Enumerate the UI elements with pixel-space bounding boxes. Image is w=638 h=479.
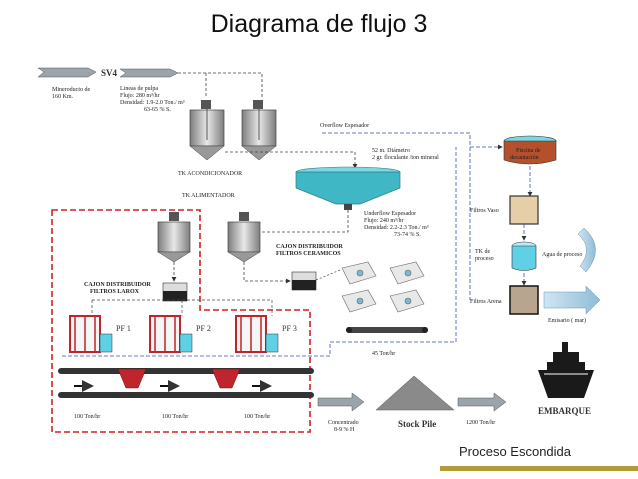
pulpa-label-4: 63-65 % S. bbox=[144, 107, 171, 113]
espesador-label-1: 52 m. Diámetro bbox=[372, 148, 410, 154]
emisario-arrow bbox=[543, 285, 601, 315]
cajon-ceramicos-label-2: FILTROS CERAMICOS bbox=[276, 251, 341, 257]
mineroducto-pipe bbox=[37, 67, 179, 78]
conveyor-superior bbox=[58, 368, 314, 389]
mineroducto-label-1: Mineroducto de bbox=[52, 87, 90, 93]
concentrado-label-2: 8-9 % H bbox=[334, 427, 355, 433]
cajon-ceramicos-label-1: CAJON DISTRIBUIDOR bbox=[276, 244, 344, 250]
filtro-pf1 bbox=[69, 315, 113, 353]
underflow-label-1: Underflow Espesador bbox=[364, 210, 416, 217]
cajon-larox-label-1: CAJON DISTRIBUIDOR bbox=[84, 282, 152, 288]
concentrado-arrow bbox=[317, 392, 365, 412]
filtros-arena-label: Filtros Arena bbox=[470, 299, 502, 305]
larox-area bbox=[51, 209, 311, 433]
ton100-label-2: 100 Ton/hr bbox=[162, 414, 188, 420]
underflow-label-2: Flujo: 240 m³/hr bbox=[364, 218, 403, 224]
espesador-label-2: 2 gr. floculante /ton mineral bbox=[372, 154, 439, 161]
piscina-decantacion bbox=[503, 135, 557, 165]
tk-proceso-label-1: TK de bbox=[475, 249, 490, 255]
ship-icon bbox=[538, 342, 594, 398]
ton1200-arrow bbox=[457, 392, 507, 412]
ton45-label: 45 Ton/hr bbox=[372, 351, 395, 357]
ton100-label-1: 100 Ton/hr bbox=[74, 414, 100, 420]
overflow-label: Overflow Espesador bbox=[320, 122, 369, 129]
tk-alimentador bbox=[157, 212, 261, 263]
ceramic-feed-line bbox=[315, 269, 341, 281]
overflow-line bbox=[322, 132, 471, 300]
filtros-ceramicos bbox=[341, 261, 425, 313]
pf2-label: PF 2 bbox=[196, 324, 211, 333]
cajon-larox-label-2: FILTROS LAROX bbox=[90, 289, 140, 295]
conveyor-inferior bbox=[58, 380, 314, 398]
tk-proceso bbox=[511, 241, 537, 271]
page-title: Diagrama de flujo 3 bbox=[210, 10, 428, 38]
underflow-label-3: Densidad: 2.2-2.3 Ton./ m³ bbox=[364, 225, 429, 231]
tk-alimentador-label: TK ALIMENTADOR bbox=[182, 193, 235, 199]
filtrate-return-line bbox=[62, 147, 457, 357]
filtro-pf3 bbox=[235, 315, 279, 353]
tk-acondicionador-label: TK ACONDICIONADOR bbox=[178, 171, 242, 177]
footer-label: Proceso Escondida bbox=[459, 444, 572, 459]
pf3-label: PF 3 bbox=[282, 324, 297, 333]
ton1200-label: 1200 Ton/hr bbox=[466, 420, 495, 426]
pf1-label: PF 1 bbox=[116, 324, 131, 333]
larox-feed-lines bbox=[91, 299, 273, 316]
conveyor-ceramicos bbox=[346, 327, 428, 333]
underflow-label-4: 73-74 % S. bbox=[394, 232, 421, 238]
piscina-label-1: Piscina de bbox=[516, 148, 541, 154]
stock-pile bbox=[375, 375, 455, 411]
cajon-ceramicos bbox=[291, 271, 317, 291]
espesador bbox=[295, 166, 401, 210]
filtros-larox bbox=[69, 315, 279, 353]
tk-acondicionador bbox=[189, 100, 277, 161]
pulpa-label-2: Flujo: 280 m³/hr bbox=[120, 93, 159, 99]
mineroducto-label-2: 160 Km. bbox=[52, 94, 74, 100]
to-ceramic-box-line bbox=[243, 262, 291, 284]
pulpa-label-1: Lineas de pulpa bbox=[120, 86, 158, 92]
pulpa-label-3: Densidad: 1.9-2.0 Ton./ m³ bbox=[120, 100, 185, 106]
agua-proceso-arrow bbox=[577, 227, 596, 273]
piscina-label-2: decantación bbox=[510, 155, 539, 161]
ton100-label-3: 100 Ton/hr bbox=[244, 414, 270, 420]
filtro-arena bbox=[509, 285, 539, 315]
agua-proceso-label: Agua de proceso bbox=[542, 252, 582, 258]
sv4-label: SV4 bbox=[101, 68, 118, 78]
cajon-larox bbox=[162, 282, 188, 302]
filtro-pf2 bbox=[149, 315, 193, 353]
filtro-vaso bbox=[509, 195, 539, 225]
footer-rule bbox=[440, 466, 638, 471]
to-thickener-line bbox=[225, 151, 358, 169]
tk-proceso-label-2: proceso bbox=[475, 256, 494, 262]
filtros-vaso-label: Filtros Vaso bbox=[470, 208, 499, 214]
concentrado-label-1: Concentrado bbox=[328, 420, 359, 426]
embarque-label: EMBARQUE bbox=[538, 406, 591, 416]
feed-lines bbox=[178, 72, 263, 98]
stock-pile-label: Stock Pile bbox=[398, 419, 436, 429]
emisario-label: Emisario ( mar) bbox=[548, 317, 586, 324]
